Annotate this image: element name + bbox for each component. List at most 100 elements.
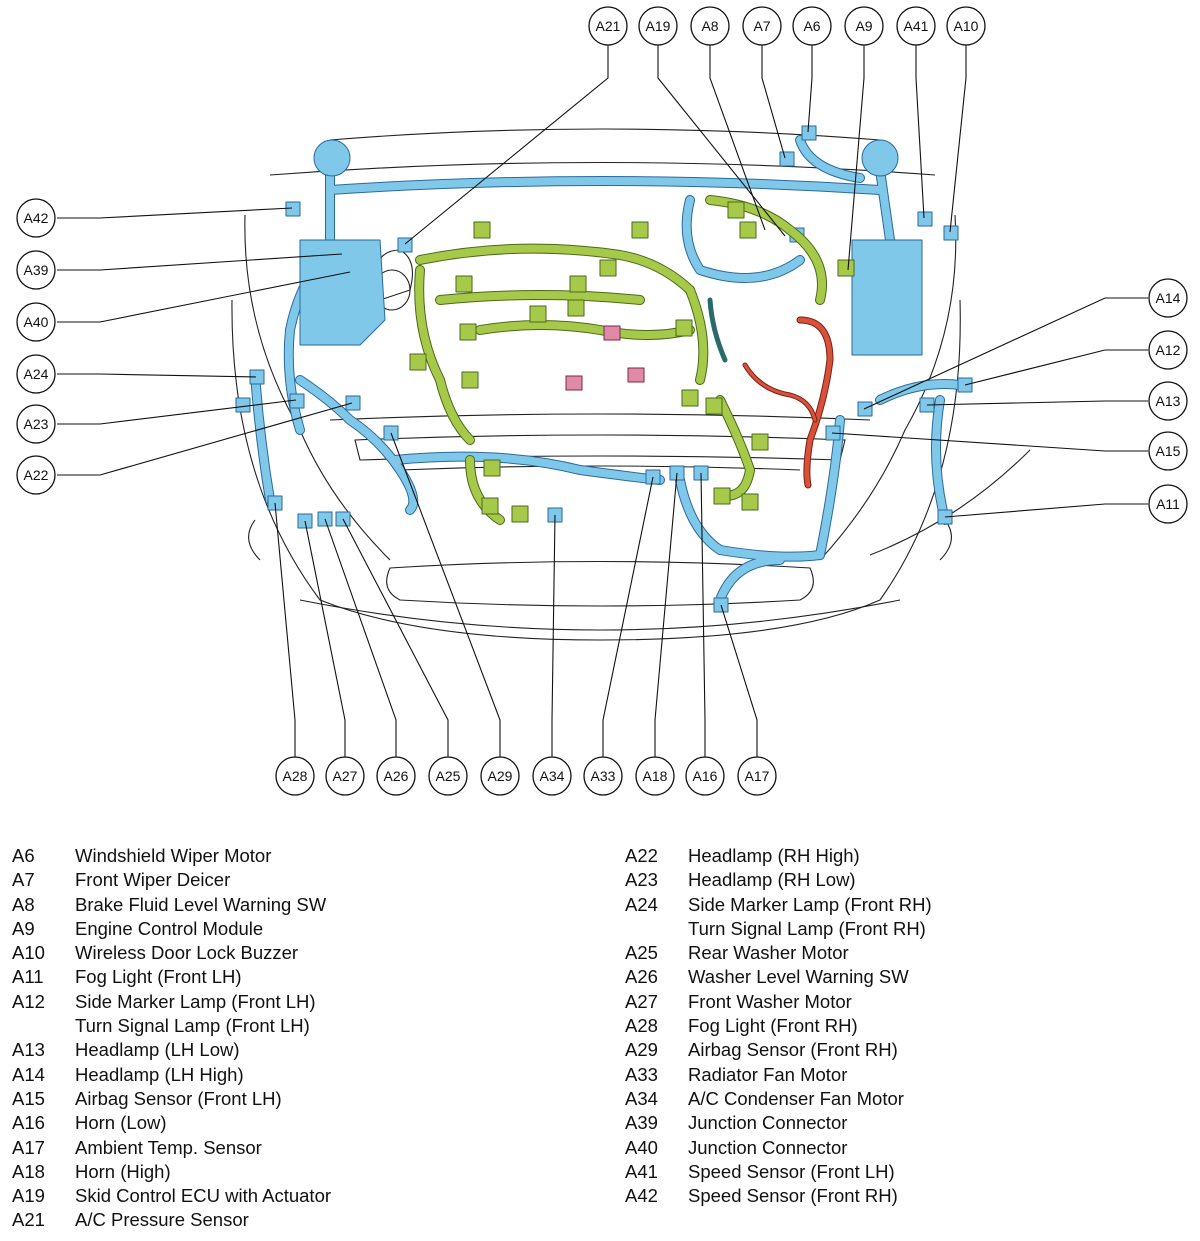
callout-a7: A7 — [742, 6, 782, 46]
legend-code: A6 — [12, 845, 35, 866]
legend-code: A7 — [12, 869, 35, 891]
legend-code: A26 — [625, 966, 658, 988]
legend-code: A17 — [12, 1136, 45, 1158]
legend-code: A34 — [625, 1087, 658, 1109]
callout-label: A34 — [540, 768, 565, 784]
callout-circle — [16, 198, 56, 238]
legend-code: A23 — [625, 869, 658, 891]
legend-row: A6 Windshield Wiper Motor — [12, 844, 331, 868]
callout-circle — [532, 756, 572, 796]
callout-a16: A16 — [685, 756, 725, 796]
legend-description: Junction Connector — [688, 1136, 848, 1158]
callout-a34: A34 — [532, 756, 572, 796]
legend-row: A28 Fog Light (Front RH) — [625, 1014, 932, 1038]
callout-circle — [792, 6, 832, 46]
callout-label: A27 — [333, 768, 358, 784]
callout-a23: A23 — [16, 404, 56, 444]
legend-code: A14 — [12, 1063, 45, 1085]
callout-circle — [844, 6, 884, 46]
legend-description: Fog Light (Front RH) — [688, 1015, 858, 1037]
callout-circle — [1148, 484, 1188, 524]
callout-circle — [742, 6, 782, 46]
callout-a24: A24 — [16, 354, 56, 394]
legend-row: A34 A/C Condenser Fan Motor — [625, 1087, 932, 1111]
legend-code: A11 — [12, 966, 44, 988]
callout-label: A14 — [1156, 290, 1181, 306]
battery-cable — [707, 297, 834, 489]
callout-a15: A15 — [1148, 431, 1188, 471]
legend-code: A21 — [12, 1209, 45, 1231]
legend-description: Speed Sensor (Front RH) — [688, 1185, 898, 1207]
legend-description: Radiator Fan Motor — [688, 1063, 848, 1085]
callout-label: A23 — [24, 416, 49, 432]
legend-description: Turn Signal Lamp (Front RH) — [688, 917, 926, 939]
legend-description: Junction Connector — [688, 1112, 848, 1134]
callout-label: A40 — [24, 314, 49, 330]
callout-circle — [690, 6, 730, 46]
callout-a22: A22 — [16, 455, 56, 495]
callout-label: A11 — [1156, 496, 1180, 512]
legend-description: Brake Fluid Level Warning SW — [75, 893, 327, 915]
legend-description: Front Wiper Deicer — [75, 869, 231, 891]
callout-label: A39 — [24, 262, 49, 278]
legend-description: Engine Control Module — [75, 917, 264, 939]
engine-bay-wiring-diagram: A21A19A8A7A6A9A41A10A28A27A26A25A29A34A3… — [16, 6, 1188, 796]
legend-row: A39 Junction Connector — [625, 1111, 932, 1135]
legend-code: A39 — [625, 1112, 658, 1134]
legend-code: A15 — [12, 1087, 45, 1109]
callout-a26: A26 — [376, 756, 416, 796]
callout-circle — [685, 756, 725, 796]
callout-circle — [16, 250, 56, 290]
callout-a28: A28 — [275, 756, 315, 796]
callout-label: A42 — [24, 210, 49, 226]
callout-a14: A14 — [1148, 278, 1188, 318]
legend-row: Turn Signal Lamp (Front RH) — [625, 917, 932, 941]
legend-code: A28 — [625, 1015, 658, 1037]
legend-description: Rear Washer Motor — [688, 942, 849, 964]
callout-a40: A40 — [16, 302, 56, 342]
callout-label: A22 — [24, 467, 49, 483]
legend-code: A8 — [12, 893, 35, 915]
callout-circle — [428, 756, 468, 796]
legend-code: A25 — [625, 942, 658, 964]
callout-circle — [275, 756, 315, 796]
callout-circle — [588, 6, 628, 46]
legend-description: Airbag Sensor (Front LH) — [75, 1087, 282, 1109]
callout-circle — [325, 756, 365, 796]
legend-description: Side Marker Lamp (Front RH) — [688, 893, 932, 915]
callout-a18: A18 — [635, 756, 675, 796]
callout-circle — [1148, 330, 1188, 370]
legend-code: A22 — [625, 845, 658, 866]
callout-label: A41 — [904, 18, 929, 34]
callout-a39: A39 — [16, 250, 56, 290]
callout-circle — [583, 756, 623, 796]
callout-label: A15 — [1156, 443, 1181, 459]
legend-row: A8 Brake Fluid Level Warning SW — [12, 893, 331, 917]
legend-description: Windshield Wiper Motor — [75, 845, 272, 866]
legend-code: A12 — [12, 990, 45, 1012]
legend-code: A16 — [12, 1112, 45, 1134]
callout-circle — [480, 756, 520, 796]
legend-description: A/C Condenser Fan Motor — [688, 1087, 904, 1109]
callout-a12: A12 — [1148, 330, 1188, 370]
callout-a17: A17 — [737, 756, 777, 796]
callout-a21: A21 — [588, 6, 628, 46]
callout-a29: A29 — [480, 756, 520, 796]
callout-label: A24 — [24, 366, 49, 382]
callout-label: A17 — [745, 768, 770, 784]
callout-a9: A9 — [844, 6, 884, 46]
